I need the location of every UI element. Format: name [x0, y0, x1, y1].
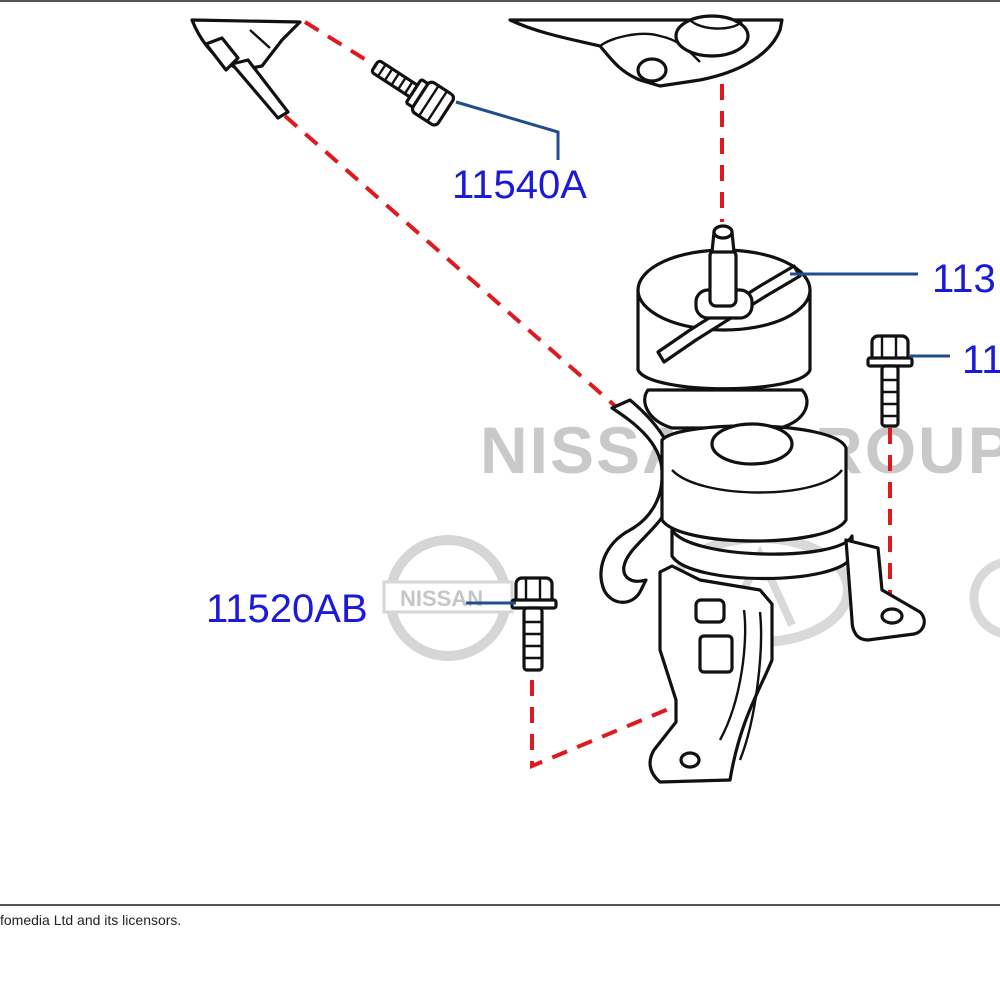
callout-113[interactable]: 113 [932, 257, 996, 301]
callout-11540a[interactable]: 11540A [452, 163, 587, 207]
leader-11540a [455, 100, 560, 160]
harness-bracket [190, 18, 302, 120]
bolt-right [866, 334, 914, 428]
bolt-11520ab [510, 576, 558, 672]
engine-mount-insulator [599, 224, 926, 784]
bolt-11540a [370, 59, 456, 127]
callout-11520ab[interactable]: 11520AB [206, 587, 368, 631]
nissan-logo-watermark: NISSAN [382, 535, 514, 661]
dash-bracket-to-mount [283, 114, 624, 414]
copyright-footer: fomedia Ltd and its licensors. [0, 912, 182, 928]
partial-logo-watermark [969, 558, 1000, 638]
logo-text: NISSAN [400, 586, 483, 611]
engine-bracket [508, 14, 784, 88]
callout-11-right[interactable]: 11 [962, 338, 1000, 382]
